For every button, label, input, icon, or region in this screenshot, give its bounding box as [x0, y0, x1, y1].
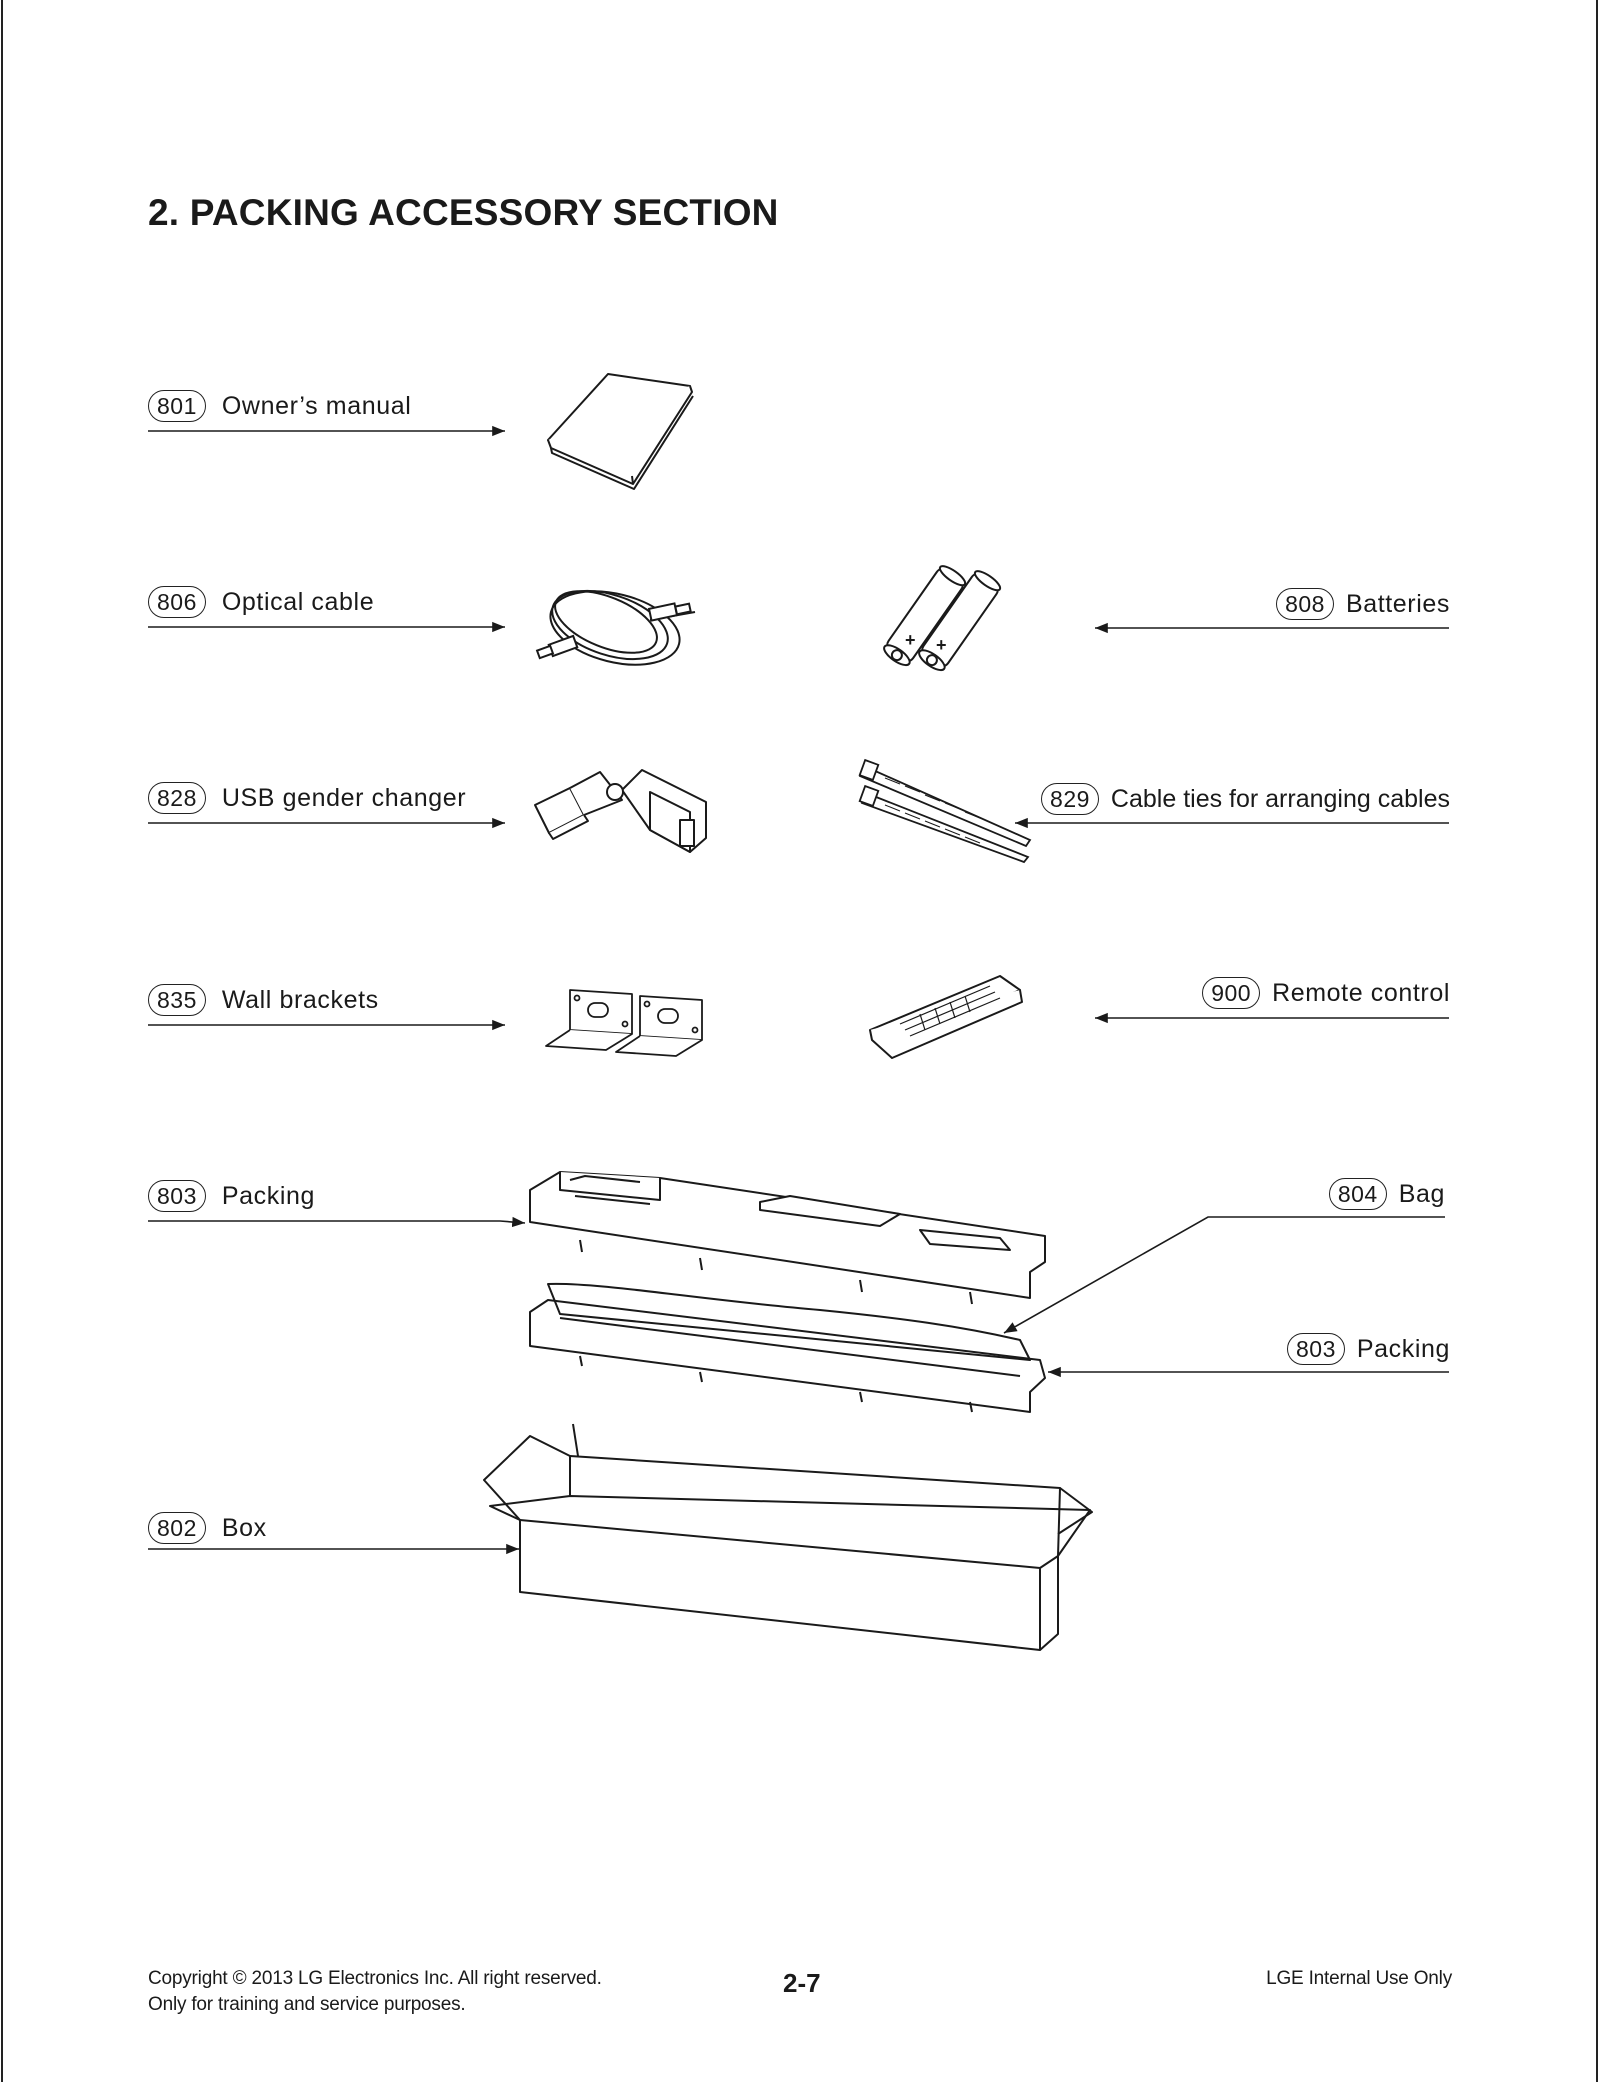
part-label-802: 802 Box: [148, 1511, 267, 1545]
part-number-badge: 808: [1276, 588, 1334, 620]
part-number-badge: 829: [1041, 783, 1099, 815]
batteries-illustration: + +: [883, 565, 1002, 672]
svg-text:+: +: [905, 630, 916, 650]
usb-gender-changer-illustration: [534, 769, 707, 853]
part-number-badge: 900: [1202, 977, 1261, 1009]
svg-text:+: +: [936, 635, 947, 655]
part-label-806: 806 Optical cable: [148, 585, 374, 619]
part-number-badge: 835: [148, 984, 206, 1016]
bag-illustration: [547, 1282, 1031, 1361]
part-label-801: 801 Owner’s manual: [148, 389, 411, 423]
remote-control-illustration: [869, 975, 1023, 1059]
part-name: Optical cable: [221, 587, 375, 616]
part-number-badge: 803: [1286, 1333, 1345, 1365]
part-name: Cable ties for arranging cables: [1110, 784, 1450, 813]
part-number-badge: 802: [148, 1512, 206, 1544]
footer-purpose: Only for training and service purposes.: [148, 1994, 466, 2015]
part-number-badge: 804: [1328, 1178, 1387, 1210]
part-label-900: 900 Remote control: [1202, 976, 1450, 1010]
part-label-804: 804 Bag: [1328, 1177, 1445, 1211]
footer-copyright: Copyright © 2013 LG Electronics Inc. All…: [148, 1968, 602, 1989]
part-name: Packing: [221, 1181, 316, 1210]
box-illustration: [483, 1423, 1093, 1651]
part-name: Remote control: [1272, 978, 1450, 1007]
part-number-badge: 803: [148, 1180, 206, 1212]
cable-ties-illustration: [858, 758, 1032, 864]
page-title: 2. PACKING ACCESSORY SECTION: [148, 192, 779, 233]
packing-bottom-illustration: [529, 1299, 1046, 1413]
part-name: Box: [221, 1513, 267, 1542]
leader-line-803-top: [148, 1216, 526, 1228]
optical-cable-illustration: [535, 589, 696, 666]
page-number: 2-7: [783, 1968, 821, 1998]
part-label-835: 835 Wall brackets: [148, 983, 379, 1017]
part-label-803-bottom: 803 Packing: [1286, 1332, 1450, 1366]
owners-manual-illustration: [547, 373, 694, 490]
part-name: Packing: [1356, 1334, 1450, 1363]
part-label-808: 808 Batteries: [1276, 587, 1450, 621]
part-label-829: 829 Cable ties for arranging cables: [1041, 782, 1450, 816]
part-name: USB gender changer: [221, 783, 467, 812]
leader-line-804: [1003, 1216, 1445, 1334]
part-number-badge: 801: [148, 390, 206, 422]
packing-top-illustration: [529, 1171, 1046, 1305]
part-name: Bag: [1398, 1179, 1445, 1208]
part-number-badge: 806: [148, 586, 206, 618]
part-label-803-top: 803 Packing: [148, 1179, 315, 1213]
part-name: Wall brackets: [221, 985, 379, 1014]
wall-brackets-illustration: [545, 989, 703, 1057]
part-name: Owner’s manual: [221, 391, 412, 420]
part-label-828: 828 USB gender changer: [148, 781, 466, 815]
part-number-badge: 828: [148, 782, 206, 814]
footer-internal-use: LGE Internal Use Only: [1266, 1968, 1452, 1989]
part-name: Batteries: [1345, 589, 1450, 618]
